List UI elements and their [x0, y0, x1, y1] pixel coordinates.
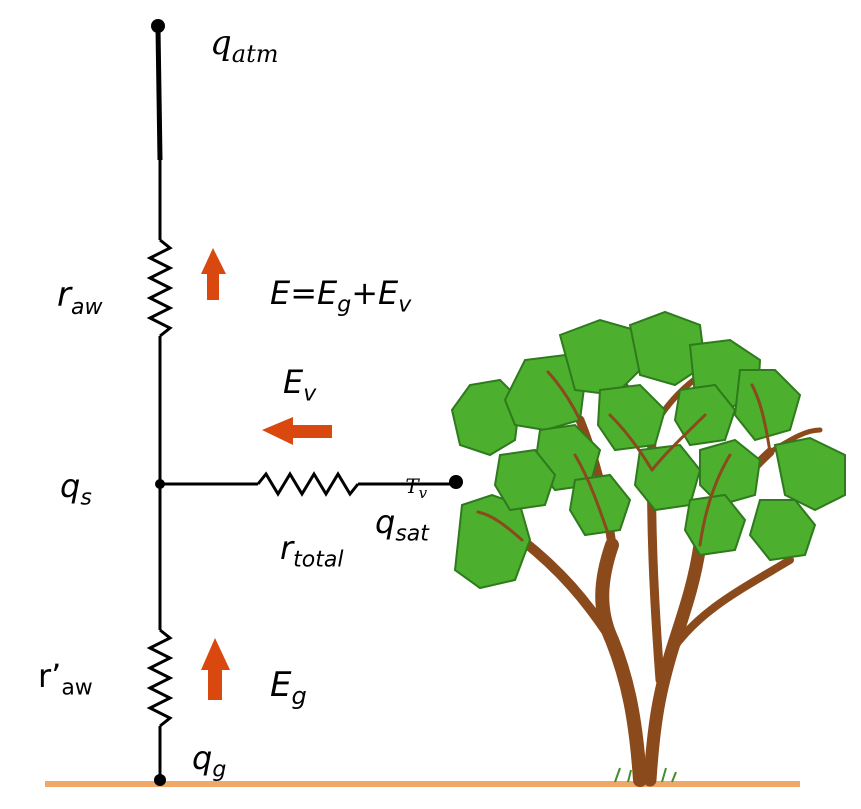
label-q-sat: q Tv sat: [375, 474, 429, 547]
up-arrow-E: [201, 248, 226, 300]
label-e-total: E=Eg+Ev: [270, 274, 412, 318]
label-r-total: rtotal: [280, 529, 344, 573]
label-e-v: Ev: [283, 363, 317, 407]
label-e-g: Eg: [270, 665, 307, 710]
r-aw-resistor: [146, 238, 174, 338]
up-arrow-Eg: [201, 638, 230, 700]
vertical-wire: [146, 27, 174, 780]
label-q-g: qg: [192, 739, 227, 783]
label-r-prime-aw: r’aw: [38, 657, 93, 701]
node-ground: [154, 774, 166, 786]
node-qs: [155, 479, 165, 489]
label-q-s: qs: [60, 467, 92, 511]
label-q-atm: qatm: [210, 23, 279, 68]
node-qsat: [449, 475, 463, 489]
node-atm: [151, 19, 165, 33]
label-r-aw: raw: [57, 275, 103, 320]
left-arrow-Ev: [262, 417, 332, 445]
horizontal-wire: [160, 471, 456, 497]
r-total-resistor: [256, 471, 360, 497]
tree-illustration: [450, 310, 846, 787]
r-prime-aw-resistor: [146, 628, 174, 728]
